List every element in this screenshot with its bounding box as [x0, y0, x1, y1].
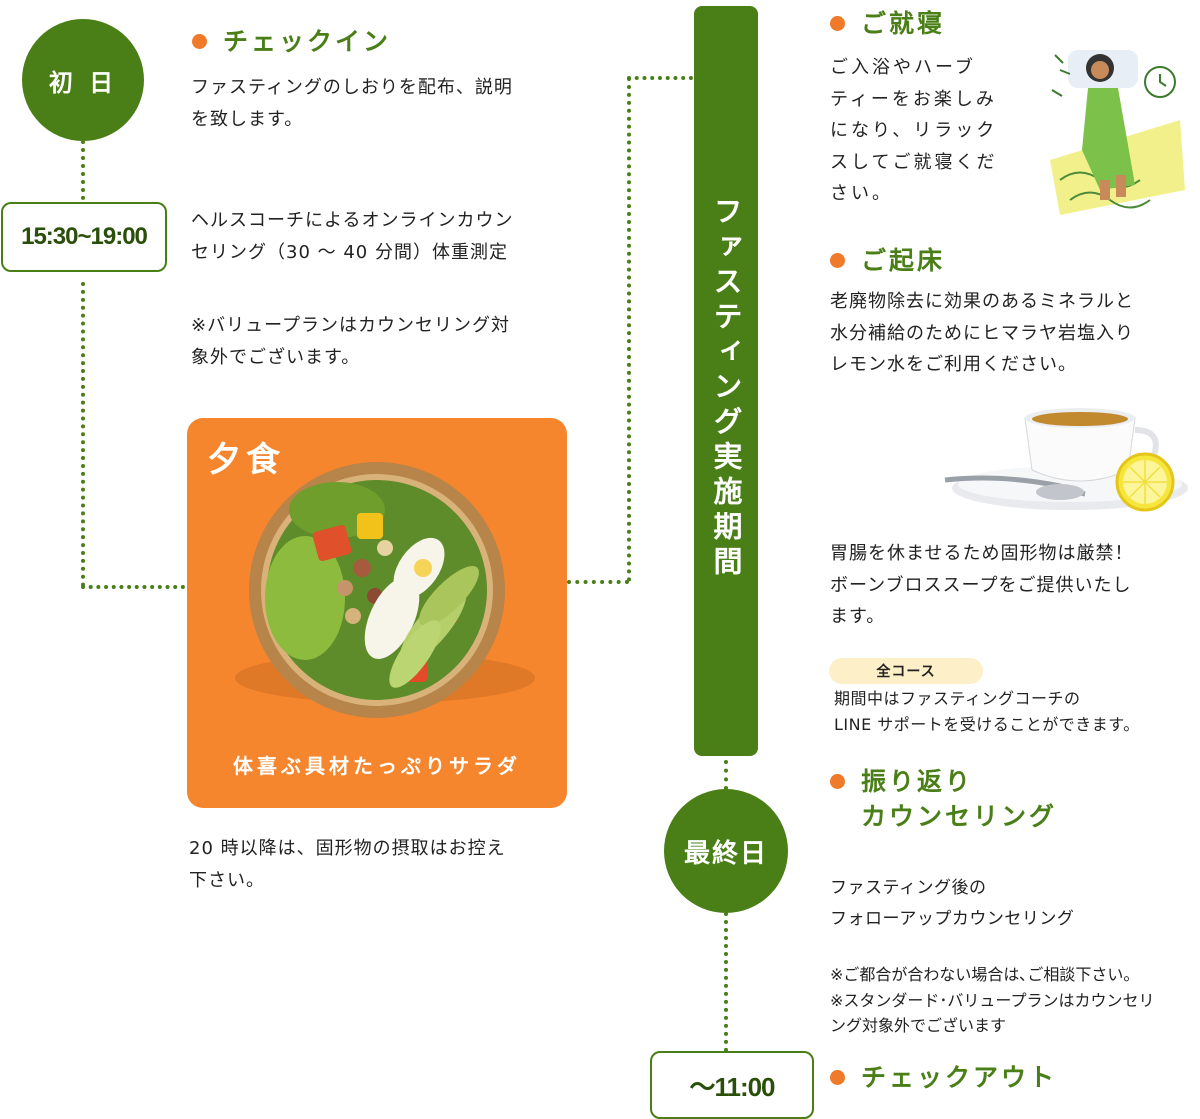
all-course-text: 期間中はファスティングコーチの LINE サポートを受けることができます。 [834, 689, 1140, 734]
sleeping-woman-illustration [1050, 50, 1185, 215]
final-time-box: ～11:00 [650, 1051, 814, 1119]
dinner-caption: 体喜ぶ具材たっぷりサラダ [233, 754, 521, 778]
checkout-heading-text: チェックアウト [861, 1063, 1058, 1092]
checkin-heading: チェックイン [192, 24, 391, 59]
final-day-label: 最終日 [683, 838, 768, 869]
all-course-badge: 全コース [829, 658, 983, 684]
all-course-badge-text: 全コース [876, 664, 936, 680]
value-plan-note: ※バリュープランはカウンセリング対 象外でございます。 [191, 315, 511, 368]
wake-heading-text: ご起床 [861, 246, 946, 275]
bullet-dot-icon [192, 34, 207, 49]
counseling-text: ヘルスコーチによるオンラインカウン セリング（30 ～ 40 分間）体重測定 [191, 210, 514, 263]
bullet-dot-icon [830, 16, 845, 31]
timeline-line-to-final [724, 760, 728, 790]
dinner-card: 夕食 体喜ぶ具材たっぷりサラダ [187, 418, 567, 808]
day1-time-box: 15:30~19:00 [1, 202, 167, 272]
lemon-tea-cup-illustration [944, 408, 1188, 512]
checkin-text: ファスティングのしおりを配布、説明 を致します。 [191, 77, 513, 130]
fasting-period-label: ファスティング実施期間 [709, 196, 743, 581]
final-day-circle: 最終日 [664, 789, 788, 913]
bullet-dot-icon [830, 1070, 845, 1085]
timeline-line-right-connector [627, 77, 631, 582]
day1-label: 初 日 [48, 68, 118, 97]
review-text: ファスティング後の フォローアップカウンセリング [830, 878, 1075, 929]
checkout-heading: チェックアウト [830, 1060, 1057, 1095]
stomach-text: 胃腸を休ませるため固形物は厳禁！ ボーンブロススープをご提供いたし ます。 [830, 543, 1134, 627]
wake-heading: ご起床 [830, 243, 945, 278]
day1-time: 15:30~19:00 [21, 223, 148, 250]
review-note: ※ご都合が合わない場合は､ご相談下さい。 ※スタンダード･バリュープランはカウン… [830, 965, 1155, 1036]
wake-text: 老廃物除去に効果のあるミネラルと 水分補給のためにヒマラヤ岩塩入り レモン水をご… [830, 291, 1134, 375]
sleep-heading-text: ご就寝 [861, 9, 946, 38]
review-heading-line1: 振り返り [861, 767, 974, 796]
timeline-line-day1-upper [81, 140, 85, 200]
bullet-dot-icon [830, 253, 845, 268]
timeline-line-to-period [627, 76, 693, 80]
timeline-line-from-dinner [567, 580, 629, 584]
sleep-text: ご入浴やハーブ ティーをお楽しみ になり、リラック スしてご就寝くだ さい。 [830, 57, 998, 204]
fasting-period-bar: ファスティング実施期間 [694, 6, 758, 756]
final-time: ～11:00 [689, 1071, 775, 1102]
day1-circle: 初 日 [22, 19, 144, 141]
review-heading: 振り返り カウンセリング [830, 764, 1057, 834]
bullet-dot-icon [830, 774, 845, 789]
timeline-line-day1-lower [81, 282, 85, 587]
timeline-line-final-lower [724, 912, 728, 1052]
salad-bowl-image [235, 462, 535, 718]
sleep-heading: ご就寝 [830, 6, 945, 41]
checkin-heading-text: チェックイン [223, 27, 392, 56]
after-20-text: 20 時以降は、固形物の摂取はお控え 下さい。 [189, 838, 506, 891]
timeline-line-to-dinner [81, 585, 185, 589]
review-heading-line2: カウンセリング [861, 802, 1058, 831]
dinner-title: 夕食 [207, 440, 285, 480]
